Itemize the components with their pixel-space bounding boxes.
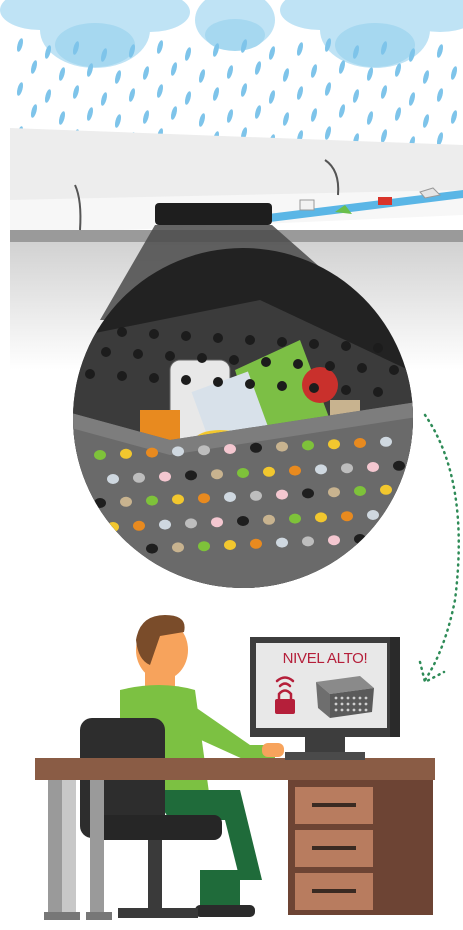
drain-basket-closeup [73,248,413,588]
desk [35,758,435,920]
basket-icon [316,676,374,718]
operator-person [120,615,284,917]
lock-icon [275,689,295,714]
wifi-icon [275,676,295,688]
alert-text: NIVEL ALTO! [282,650,368,667]
dotted-arrow [423,413,460,682]
computer-monitor [250,637,400,760]
basket-back-holes [85,325,399,397]
